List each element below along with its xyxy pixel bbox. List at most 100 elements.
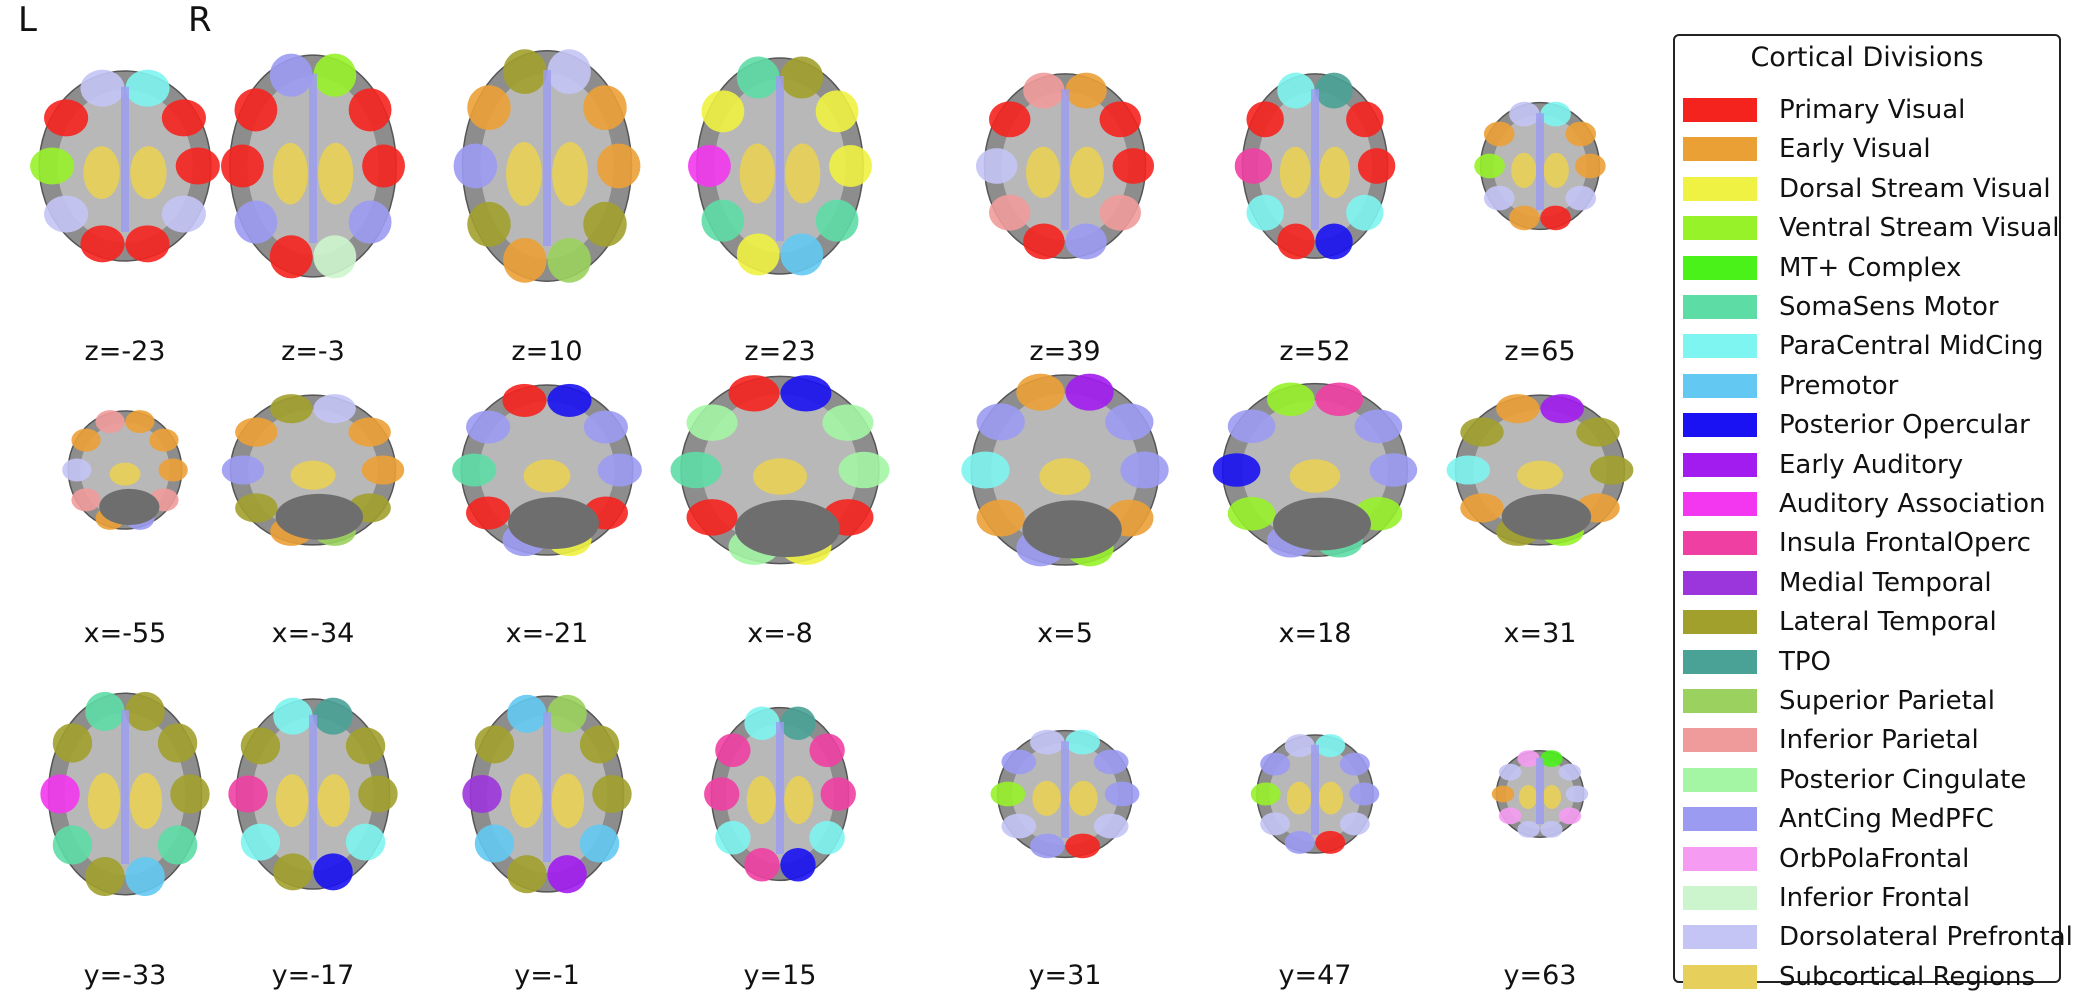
legend-label: Insula FrontalOperc (1779, 528, 2031, 559)
brain-slice-coronal-6 (1250, 734, 1380, 854)
legend-item: Ventral Stream Visual (1683, 212, 2060, 244)
slice-label-sagittal-2: x=-34 (271, 618, 355, 649)
legend-item: Medial Temporal (1683, 567, 1992, 599)
legend-swatch (1683, 295, 1757, 319)
brain-slice-axial-3 (453, 49, 641, 283)
legend-label: Dorsal Stream Visual (1779, 173, 2051, 204)
legend-swatch (1683, 886, 1757, 910)
slice-label-coronal-7: y=63 (1503, 960, 1577, 991)
brain-slice-sagittal-1 (62, 410, 188, 530)
legend-label: Auditory Association (1779, 489, 2046, 519)
slice-label-sagittal-3: x=-21 (505, 618, 589, 649)
brain-slice-coronal-7 (1491, 750, 1589, 838)
legend-label: Early Auditory (1779, 449, 1964, 480)
brain-slice-coronal-5 (990, 729, 1140, 859)
legend-label: ParaCentral MidCing (1779, 331, 2044, 362)
orientation-right-label: R (188, 0, 212, 40)
legend-label: Posterior Cingulate (1779, 764, 2027, 795)
legend-item: Dorsal Stream Visual (1683, 173, 2051, 205)
slice-label-coronal-5: y=31 (1028, 960, 1102, 991)
legend-label: Premotor (1779, 370, 1899, 401)
slice-label-sagittal-1: x=-55 (83, 618, 167, 649)
legend-swatch (1683, 255, 1757, 280)
legend-label: Lateral Temporal (1779, 607, 1997, 638)
slice-label-axial-4: z=23 (744, 336, 816, 367)
legend-swatch (1683, 373, 1757, 398)
legend-swatch (1683, 728, 1757, 753)
slice-label-axial-1: z=-23 (84, 336, 166, 367)
legend-item: Auditory Association (1683, 488, 2045, 520)
legend-swatch (1683, 767, 1757, 792)
legend-swatch (1683, 925, 1757, 950)
brain-slice-axial-2 (221, 53, 405, 279)
legend-item: OrbPolaFrontal (1683, 843, 1969, 875)
slice-label-axial-5: z=39 (1029, 336, 1101, 367)
legend-item: Early Visual (1683, 133, 1931, 165)
brain-slice-sagittal-5 (961, 373, 1169, 567)
legend-item: AntCing MedPFC (1683, 803, 1994, 835)
slice-label-sagittal-6: x=18 (1278, 618, 1352, 649)
legend-label: Dorsolateral Prefrontal (1779, 922, 2073, 953)
legend-title: Cortical Divisions (1750, 42, 1984, 73)
legend-item: Dorsolateral Prefrontal (1683, 921, 2073, 953)
legend-swatch (1683, 649, 1757, 674)
legend-label: Inferior Frontal (1779, 883, 1970, 913)
legend-label: AntCing MedPFC (1779, 804, 1994, 835)
legend-item: Early Auditory (1683, 449, 1963, 481)
legend-item: ParaCentral MidCing (1683, 330, 2044, 362)
legend-item: Inferior Parietal (1683, 724, 1979, 756)
brain-slice-axial-4 (688, 56, 872, 276)
legend-label: Posterior Opercular (1779, 410, 2030, 441)
slice-label-coronal-4: y=15 (743, 960, 817, 991)
brain-slice-coronal-3 (462, 694, 632, 894)
legend-swatch (1683, 334, 1757, 359)
brain-slice-sagittal-6 (1212, 382, 1418, 558)
slice-label-sagittal-4: x=-8 (747, 618, 813, 649)
brain-slice-coronal-4 (704, 706, 856, 882)
brain-slice-coronal-1 (40, 691, 210, 897)
legend-swatch (1683, 964, 1757, 989)
legend-swatch (1683, 216, 1757, 241)
legend-item: MT+ Complex (1683, 252, 1961, 284)
legend-swatch (1683, 570, 1757, 595)
legend-item: Subcortical Regions (1683, 961, 2035, 993)
legend-swatch (1683, 176, 1757, 201)
legend-label: Early Visual (1779, 134, 1931, 165)
legend-label: MT+ Complex (1779, 252, 1962, 283)
legend-item: Posterior Opercular (1683, 409, 2030, 441)
slice-label-sagittal-5: x=5 (1037, 618, 1093, 649)
slice-label-sagittal-7: x=31 (1503, 618, 1577, 649)
legend-label: Inferior Parietal (1779, 725, 1979, 756)
legend-item: Insula FrontalOperc (1683, 527, 2031, 559)
brain-slice-coronal-2 (228, 697, 398, 891)
legend-item: Inferior Frontal (1683, 882, 1970, 914)
brain-slice-axial-1 (30, 69, 220, 263)
legend-label: OrbPolaFrontal (1779, 843, 1970, 874)
legend-item: Primary Visual (1683, 94, 1965, 126)
legend-item: TPO (1683, 646, 1831, 678)
legend-label: Subcortical Regions (1779, 961, 2036, 992)
legend-swatch (1683, 413, 1757, 438)
legend-swatch (1683, 452, 1757, 477)
slice-label-axial-2: z=-3 (281, 336, 345, 367)
legend-label: Ventral Stream Visual (1779, 213, 2060, 244)
brain-slice-sagittal-7 (1446, 394, 1634, 546)
slice-label-axial-7: z=65 (1504, 336, 1576, 367)
brain-slice-axial-7 (1474, 101, 1606, 231)
legend-label: TPO (1779, 646, 1832, 677)
legend-swatch (1683, 846, 1757, 871)
legend-label: Medial Temporal (1779, 567, 1992, 598)
legend-item: Premotor (1683, 370, 1898, 402)
legend-item: Posterior Cingulate (1683, 764, 2026, 796)
brain-slice-sagittal-3 (452, 383, 642, 557)
slice-label-axial-3: z=10 (511, 336, 583, 367)
legend-swatch (1683, 610, 1757, 635)
brain-slice-sagittal-2 (221, 394, 405, 546)
brain-slice-sagittal-4 (670, 375, 890, 565)
legend-label: Superior Parietal (1779, 686, 1995, 716)
slice-label-coronal-2: y=-17 (271, 960, 355, 991)
legend-swatch (1683, 137, 1757, 162)
legend-label: SomaSens Motor (1779, 292, 1999, 322)
legend-swatch (1683, 492, 1757, 516)
